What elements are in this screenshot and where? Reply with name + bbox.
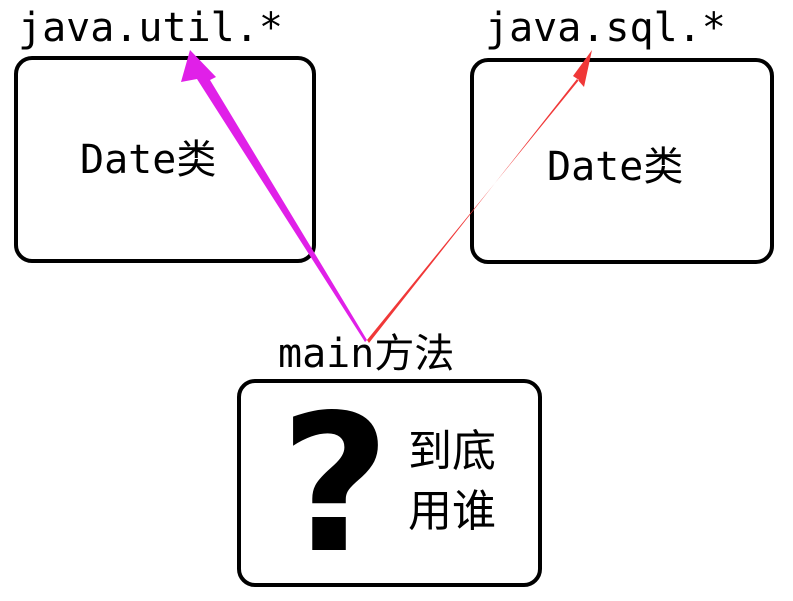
right-package-label: java.sql.* (485, 5, 726, 51)
main-method-label: main方法 (278, 331, 455, 377)
question-mark-icon: ? (280, 374, 391, 595)
left-package-label: java.util.* (18, 5, 283, 51)
query-text-line-1: 到底 (408, 426, 496, 477)
right-date-class-label: Date类 (547, 144, 684, 190)
main-method-box (237, 379, 542, 587)
left-date-class-label: Date类 (80, 137, 217, 183)
query-text-line-2: 用谁 (408, 486, 496, 537)
